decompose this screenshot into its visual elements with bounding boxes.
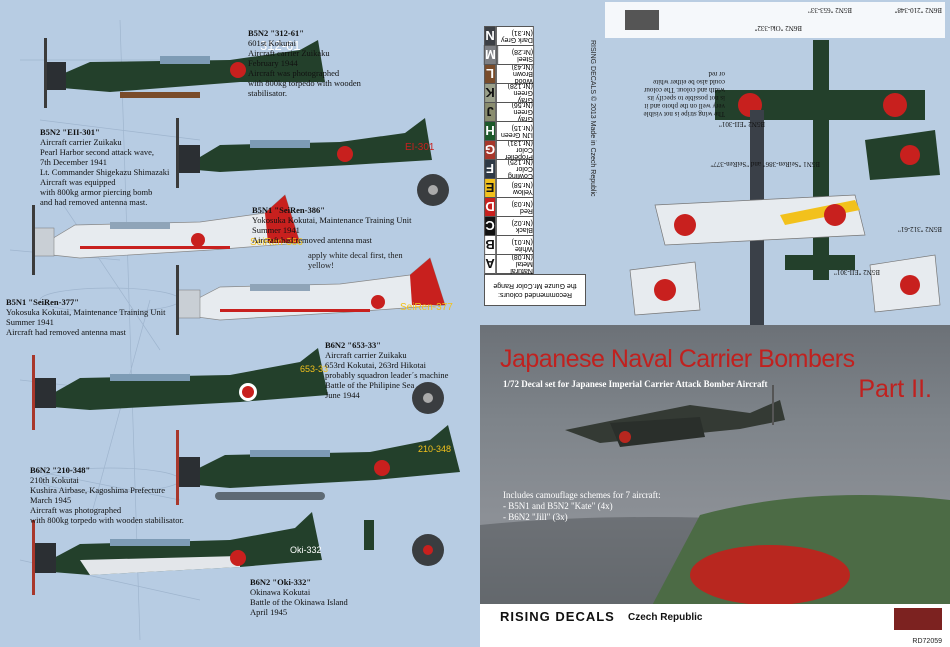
- colour-name: White (Nr.01): [496, 235, 534, 255]
- caption-seiren-386: B5N1 "SeiRen-386" Yokosuka Kokutai, Main…: [252, 205, 412, 245]
- colour-name: Propeller Color (Nr.131): [496, 140, 534, 161]
- plan-label-210-348: B6N2 "210-348": [894, 6, 942, 14]
- colour-letter: L: [484, 64, 497, 84]
- colour-letter: F: [484, 159, 497, 179]
- brand-name: RISING DECALS: [500, 609, 615, 624]
- colour-letter: G: [484, 140, 497, 160]
- plan-label-653-33: B5N2 "653-33": [807, 6, 852, 14]
- colour-letter: K: [484, 83, 497, 103]
- tail-code-210-348: 210-348: [418, 444, 451, 454]
- box-subtitle: 1/72 Decal set for Japanese Imperial Car…: [503, 379, 768, 389]
- tail-code-653-33: 653-33: [300, 364, 328, 374]
- colour-name: Gray Green (Nr.56): [496, 102, 534, 123]
- colour-letter: N: [484, 26, 497, 46]
- plan-label-312-61: B5N2 "312-61": [897, 225, 942, 233]
- product-code: RD72059: [912, 638, 942, 645]
- brand-country: Czech Republic: [628, 612, 703, 623]
- colour-name: Dark Grey (Nr.31): [496, 26, 534, 46]
- profile-b6n2-653-33: 653-33: [32, 348, 444, 430]
- tail-code-oki-332: Oki-332: [290, 545, 322, 555]
- tail-code-seiren-377: SeiRen-377: [400, 302, 453, 313]
- profile-b5n2-312-61: 312-61: [44, 38, 325, 108]
- plan-label-oki-332: B6N2 "Oki-332": [754, 24, 802, 32]
- profiles-drawing: 312-61 EI-301 SeiRen-386: [9, 19, 460, 641]
- colour-name: Wood Brown (Nr.43): [496, 64, 534, 85]
- colour-table-header: Recommended colours: the Gunze Mr.Color …: [484, 274, 586, 306]
- tail-code-seiren-386: SeiRen-386: [250, 237, 303, 248]
- colour-name: Black (Nr.02): [496, 216, 534, 236]
- colour-name: Yellow (Nr.58): [496, 178, 534, 198]
- colour-letter: J: [484, 102, 497, 122]
- box-includes: Includes camouflage schemes for 7 aircra…: [503, 490, 661, 522]
- plan-label-eii-301-bottom: B5N2 "EII-301": [834, 268, 880, 276]
- colour-letter: A: [484, 254, 497, 274]
- decal-note: apply white decal first, then yellow!: [308, 250, 403, 270]
- profile-b5n1-seiren-386: SeiRen-386: [32, 194, 303, 275]
- plan-note: The wing stripe is not visible very well…: [643, 70, 725, 118]
- plan-bottom-aircraft: [654, 110, 866, 325]
- colour-name: Cowling Color (Nr.125): [496, 159, 534, 180]
- colour-letter: D: [484, 197, 497, 217]
- plan-label-seiren: B5N1 "SeiRen-386" and "SeiRen-377": [710, 160, 820, 168]
- caption-eii-301: B5N2 "EII-301" Aircraft carrier Zuikaku …: [40, 127, 170, 207]
- box-title-line2: Part II.: [858, 375, 932, 403]
- caption-oki-332: B6N2 "Oki-332" Okinawa Kokutai Battle of…: [250, 577, 348, 617]
- box-title-line1: Japanese Naval Carrier Bombers: [500, 345, 855, 373]
- plan-views: [605, 2, 945, 325]
- rising-decals-logo: [894, 608, 942, 630]
- profile-b6n2-210-348: 210-348: [176, 425, 460, 566]
- caption-653-33: B6N2 "653-33" Aircraft carrier Zuikaku 6…: [325, 340, 449, 400]
- made-in-text: RISING DECALS © 2013 Made in Czech Repub…: [589, 40, 596, 197]
- tail-code-eii-301: EI-301: [405, 142, 435, 153]
- tail-code-312-61: 312-61: [260, 38, 300, 53]
- colour-letter: M: [484, 45, 497, 65]
- colour-letter: E: [484, 178, 497, 198]
- colour-name: IJN Green (Nr.15): [496, 121, 534, 141]
- colour-letter: B: [484, 235, 497, 255]
- colour-name: Steel (Nr.28): [496, 45, 534, 65]
- box-art-aircraft: [565, 385, 785, 447]
- profile-b5n2-eii-301: EI-301: [176, 118, 449, 206]
- colour-letter: H: [484, 121, 497, 141]
- footer: RISING DECALS Czech Republic RD72059: [480, 604, 950, 647]
- plan-label-eii-301: B5N2 "EII-301": [719, 120, 765, 128]
- box-art: Japanese Naval Carrier Bombers Part II. …: [480, 325, 950, 647]
- caption-312-61: B5N2 "312-61" 601st Kokutai Aircraft car…: [248, 28, 361, 98]
- colour-name: Natural Metal (Nr.08): [496, 254, 534, 275]
- profile-b5n1-seiren-377: SeiRen-377: [176, 257, 453, 335]
- caption-seiren-377: B5N1 "SeiRen-377" Yokosuka Kokutai, Main…: [6, 297, 166, 337]
- profile-b6n2-oki-332: Oki-332: [32, 512, 374, 595]
- colour-letter: C: [484, 216, 497, 236]
- colour-name: Red (Nr.03): [496, 197, 534, 217]
- profiles-panel: 312-61 EI-301 SeiRen-386: [6, 19, 460, 641]
- colour-name: Gray Green (Nr.128): [496, 83, 534, 104]
- caption-210-348: B6N2 "210-348" 210th Kokutai Kushira Air…: [30, 465, 184, 525]
